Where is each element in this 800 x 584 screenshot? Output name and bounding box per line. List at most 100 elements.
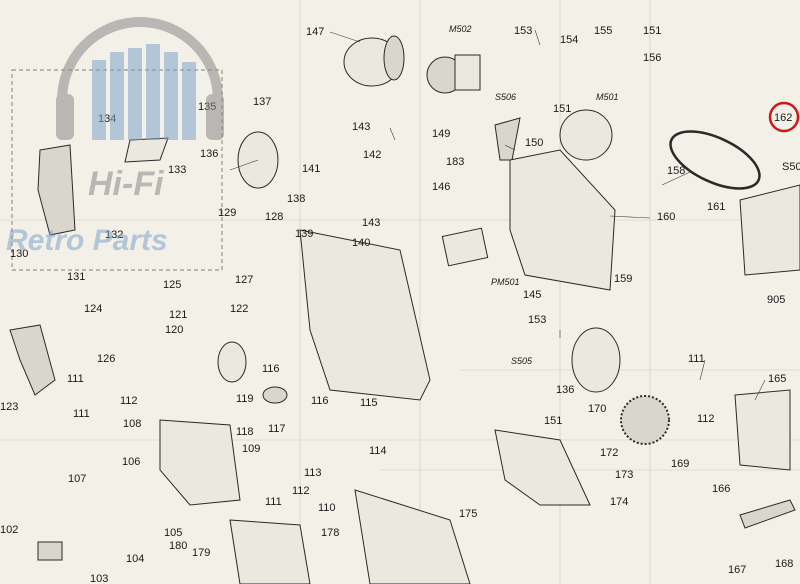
part-159-frame (509, 149, 616, 291)
callout-114: 114 (369, 445, 387, 457)
callout-139: 139 (295, 228, 313, 240)
callout-146: 146 (432, 181, 450, 193)
callout-127: 127 (235, 274, 253, 286)
highlight-ring-162 (768, 101, 800, 133)
callout-145: 145 (523, 289, 541, 301)
callout-151: 151 (643, 25, 661, 37)
callout-138: 138 (287, 193, 305, 205)
callout-905: 905 (767, 294, 785, 306)
callout-112: 112 (120, 395, 138, 407)
callout-133: 133 (168, 164, 186, 176)
callout-159: 159 (614, 273, 632, 285)
callout-111: 111 (67, 373, 84, 385)
callout-136: 136 (200, 148, 218, 160)
callout-111b: 111 (688, 353, 705, 365)
callout-167: 167 (728, 564, 746, 576)
callout-140: 140 (352, 237, 370, 249)
callout-111c: 111 (73, 408, 90, 420)
callout-106: 106 (122, 456, 140, 468)
part-150-lever (494, 117, 521, 161)
part-102 (37, 541, 63, 561)
part-175-frame (354, 489, 471, 584)
headphone-icon (57, 17, 223, 101)
callout-119: 119 (236, 393, 254, 405)
callout-125: 125 (163, 279, 181, 291)
callout-165: 165 (768, 373, 786, 385)
callout-153b: 153 (528, 314, 546, 326)
part-117 (262, 386, 288, 404)
callout-126: 126 (97, 353, 115, 365)
callout-104: 104 (126, 553, 144, 565)
part-178-frame (229, 519, 311, 584)
callout-121: 121 (169, 309, 187, 321)
callout-112b: 112 (697, 413, 715, 425)
callout-124: 124 (84, 303, 102, 315)
callout-115: 115 (360, 397, 378, 409)
part-pm501 (441, 227, 489, 267)
callout-179: 179 (192, 547, 210, 559)
equalizer-icon (92, 44, 196, 140)
part-162-belt (669, 130, 761, 190)
part-m501-motor (559, 109, 613, 161)
callout-111d: 111 (265, 496, 282, 508)
part-174-bracket (494, 429, 591, 506)
callout-116: 116 (262, 363, 280, 375)
callout-108: 108 (123, 418, 141, 430)
parts (9, 35, 800, 584)
part-chassis (299, 229, 431, 401)
part-165-bracket (734, 389, 791, 471)
callout-110: 110 (318, 502, 336, 514)
callout-113: 113 (304, 467, 322, 479)
callout-103: 103 (90, 573, 108, 584)
part-166-arm (739, 499, 796, 529)
callout-175: 175 (459, 508, 477, 520)
callout-120: 120 (165, 324, 183, 336)
callout-153: 153 (514, 25, 532, 37)
part-133-lever (37, 144, 76, 236)
callout-m501: M501 (596, 92, 619, 102)
part-147-motor-face (383, 35, 405, 81)
callout-170: 170 (588, 403, 606, 415)
callout-131: 131 (67, 271, 85, 283)
callout-151c: 151 (544, 415, 562, 427)
callout-123: 123 (0, 401, 18, 413)
part-m502-bracket (454, 54, 481, 91)
callout-105: 105 (164, 527, 182, 539)
callout-173: 173 (615, 469, 633, 481)
callout-155: 155 (594, 25, 612, 37)
part-134-bracket (124, 137, 169, 163)
callout-129: 129 (218, 207, 236, 219)
callout-122: 122 (230, 303, 248, 315)
watermark-line1: Hi-Fi (88, 165, 165, 203)
leader-lines (329, 29, 766, 401)
callout-pm501: PM501 (491, 277, 520, 287)
part-170-pulley (571, 327, 621, 393)
callout-118: 118 (236, 426, 254, 438)
callout-169: 169 (671, 458, 689, 470)
watermark-line2: Retro Parts (6, 224, 168, 257)
callout-168: 168 (775, 558, 793, 570)
part-119-flywheel (217, 341, 247, 383)
callout-labels: 147 M502 153 155 151 154 156 135 137 S50… (0, 24, 800, 584)
callout-102: 102 (0, 524, 18, 536)
callout-143: 143 (352, 121, 370, 133)
callout-137: 137 (253, 96, 271, 108)
callout-117: 117 (268, 423, 286, 435)
callout-116b: 116 (311, 395, 329, 407)
callout-142: 142 (363, 149, 381, 161)
part-905-board (739, 184, 800, 276)
callout-s506: S506 (495, 92, 516, 102)
callout-128: 128 (265, 211, 283, 223)
callout-183: 183 (446, 156, 464, 168)
callout-136b: 136 (556, 384, 574, 396)
callout-161: 161 (707, 201, 725, 213)
callout-174: 174 (610, 496, 628, 508)
callout-166: 166 (712, 483, 730, 495)
callout-149: 149 (432, 128, 450, 140)
callout-130: 130 (10, 248, 28, 260)
part-123-lever (9, 324, 56, 396)
callout-156: 156 (643, 52, 661, 64)
callout-150: 150 (525, 137, 543, 149)
